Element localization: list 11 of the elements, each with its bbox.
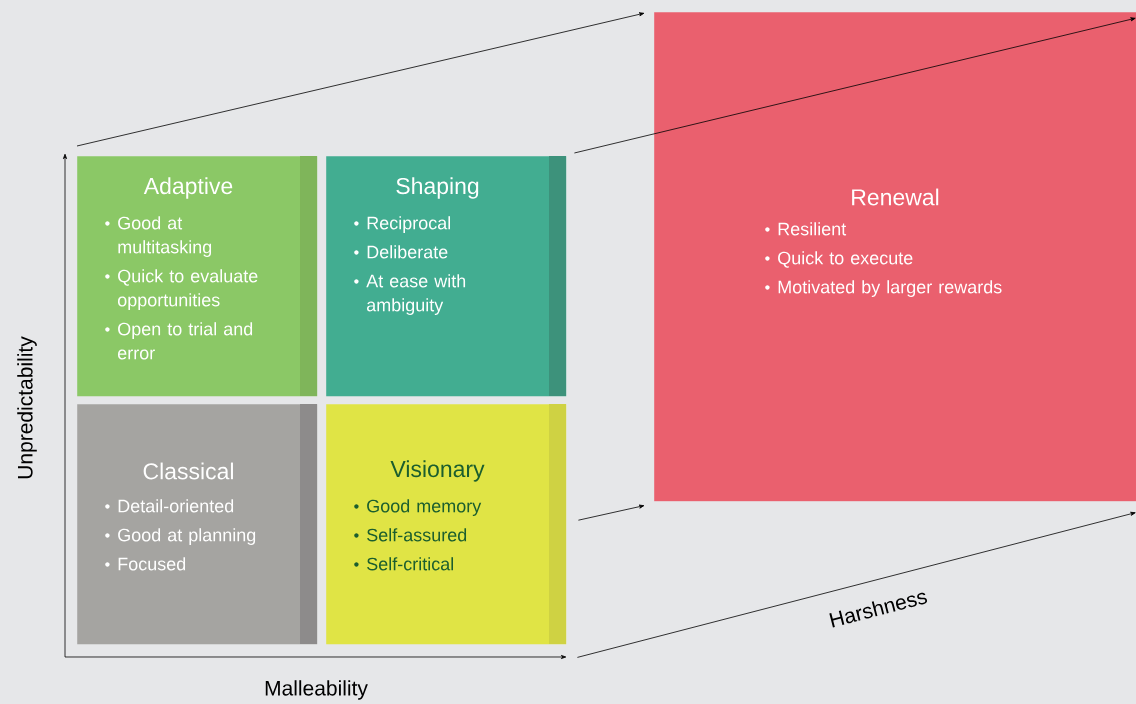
arrow [577,511,1136,658]
axis-label: Unpredictability [17,336,37,479]
arrow [574,17,1136,154]
quadrant-box: Adaptive Good at multitasking Quick to evaluate opportunities Open to trial and error [77,156,318,397]
arrow [76,12,645,147]
quadrant-box: Visionary Good memory Self-assured Self-critical [326,404,567,645]
quadrant-box: Classical Detail-oriented Good at planning Focused [77,404,318,645]
arrow [578,504,645,521]
axis-label: Malleability [265,680,368,700]
quadrant-box: Shaping Reciprocal Deliberate At ease with ambiguity [326,156,567,397]
quadrant-box: Renewal Resilient Quick to execute Motivated by larger rewards [654,12,1136,502]
